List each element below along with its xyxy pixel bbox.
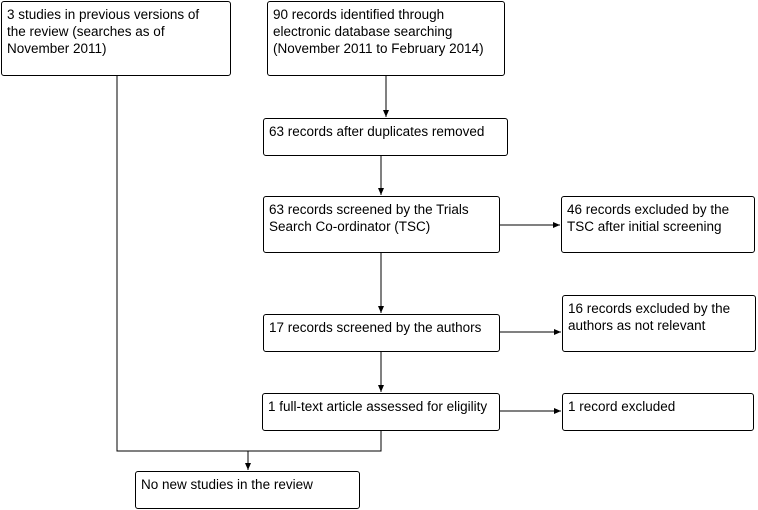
previous-studies-box: 3 studies in previous versions of the re… [1, 1, 231, 76]
duplicates-removed-box: 63 records after duplicates removed [263, 118, 508, 156]
connector-previous-to-merge [116, 76, 248, 452]
authors-excluded-box: 16 records excluded by the authors as no… [562, 295, 756, 352]
record-excluded-box: 1 record excluded [562, 393, 754, 431]
tsc-screened-box: 63 records screened by the Trials Search… [263, 196, 500, 253]
records-identified-box: 90 records identified through electronic… [267, 1, 505, 76]
connector-fulltext-to-merge [248, 431, 382, 452]
tsc-excluded-box: 46 records excluded by the TSC after ini… [561, 196, 755, 253]
fulltext-assessed-box: 1 full-text article assessed for eligili… [262, 393, 500, 431]
result-box: No new studies in the review [135, 471, 360, 509]
authors-screened-box: 17 records screened by the authors [263, 314, 500, 352]
